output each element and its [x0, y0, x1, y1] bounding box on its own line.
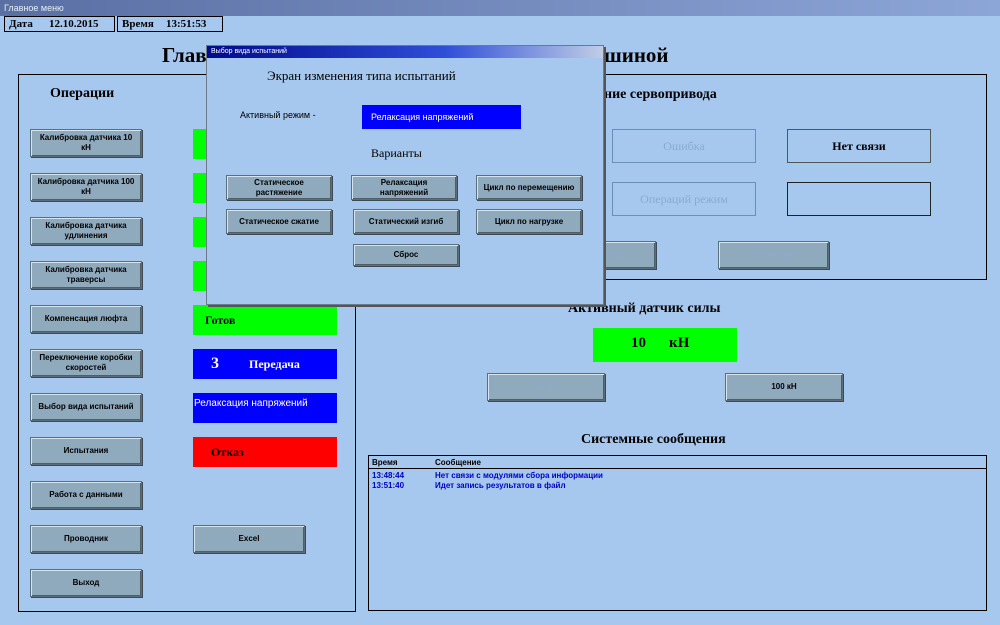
- date-label: Дата: [9, 18, 33, 30]
- main-title-left: Глав: [162, 43, 207, 67]
- row-time: 13:48:44: [372, 471, 405, 480]
- fail-status: Отказ: [193, 437, 337, 467]
- test-type-dialog: Выбор вида испытаний Экран изменения тип…: [206, 45, 604, 305]
- dialog-title-bar[interactable]: Выбор вида испытаний: [207, 46, 603, 58]
- calibrate-10kn-button[interactable]: Калибровка датчика 10 кН: [30, 129, 142, 157]
- date-value: 12.10.2015: [49, 18, 99, 30]
- messages-title: Системные сообщения: [581, 432, 726, 447]
- calibrate-100kn-button[interactable]: Калибровка датчика 100 кН: [30, 173, 142, 201]
- operations-title: Операции: [50, 86, 115, 101]
- sensor-100kn-button[interactable]: 100 кН: [725, 373, 843, 401]
- stress-relaxation-button[interactable]: Релаксация напряжений: [351, 175, 457, 200]
- servo-connection-status: Нет связи: [787, 129, 931, 163]
- servo-error-field: Ошибка: [612, 129, 756, 163]
- window-title-bar: Главное меню: [0, 0, 1000, 16]
- calibrate-crosshead-button[interactable]: Калибровка датчика траверсы: [30, 261, 142, 289]
- gear-number: 3: [211, 355, 219, 372]
- time-display: Время 13:51:53: [117, 16, 223, 32]
- reset-button[interactable]: Сброс: [353, 244, 459, 266]
- row-message: Нет связи с модулями сбора информации: [435, 471, 603, 480]
- excel-button[interactable]: Excel: [193, 525, 305, 553]
- time-label: Время: [122, 18, 154, 30]
- calibrate-elongation-button[interactable]: Калибровка датчика удлинения: [30, 217, 142, 245]
- force-sensor-value: 10 кН: [593, 328, 737, 362]
- exit-button[interactable]: Выход: [30, 569, 142, 597]
- table-row[interactable]: 13:48:44 Нет связи с модулями сбора инфо…: [369, 470, 986, 481]
- cycle-displacement-button[interactable]: Цикл по перемещению: [476, 175, 582, 200]
- table-row[interactable]: 13:51:40 Идет запись результатов в файл: [369, 480, 986, 491]
- tests-button[interactable]: Испытания: [30, 437, 142, 465]
- static-bend-button[interactable]: Статический изгиб: [353, 209, 459, 234]
- backlash-status-text: Готов: [205, 312, 236, 327]
- col-time-header: Время: [372, 458, 398, 467]
- fail-status-text: Отказ: [211, 444, 244, 459]
- backlash-compensation-button[interactable]: Компенсация люфта: [30, 305, 142, 333]
- date-display: Дата 12.10.2015: [4, 16, 115, 32]
- test-type-select-button[interactable]: Выбор вида испытаний: [30, 393, 142, 421]
- variants-label: Варианты: [371, 146, 422, 160]
- active-mode-label: Активный режим -: [240, 110, 316, 120]
- active-mode-value: Релаксация напряжений: [362, 105, 521, 129]
- dialog-heading: Экран изменения типа испытаний: [267, 68, 456, 83]
- test-mode-status: Релаксация напряжений: [193, 393, 337, 423]
- main-title-right: шиной: [604, 43, 669, 67]
- static-tension-button[interactable]: Статическое растяжение: [226, 175, 332, 200]
- data-work-button[interactable]: Работа с данными: [30, 481, 142, 509]
- servo-title: ние сервопривода: [604, 87, 717, 102]
- row-time: 13:51:40: [372, 481, 405, 490]
- messages-header: Время Сообщение: [369, 456, 986, 469]
- servo-mode-field: Операций режим: [612, 182, 756, 216]
- gear-label: Передача: [249, 356, 300, 371]
- servo-value-field: [787, 182, 931, 216]
- sensor-10kn-button[interactable]: 10 кН: [487, 373, 605, 401]
- force-sensor-title: Активный датчик силы: [568, 301, 721, 316]
- time-value: 13:51:53: [166, 18, 207, 30]
- force-unit: кН: [669, 335, 690, 351]
- servo-block-button[interactable]: Блокировка: [718, 241, 829, 269]
- col-message-header: Сообщение: [435, 458, 481, 467]
- cycle-load-button[interactable]: Цикл по нагрузке: [476, 209, 582, 234]
- backlash-status: Готов: [193, 305, 337, 335]
- explorer-button[interactable]: Проводник: [30, 525, 142, 553]
- gearbox-switch-button[interactable]: Переключение коробки скоростей: [30, 349, 142, 377]
- static-compression-button[interactable]: Статическое сжатие: [226, 209, 332, 234]
- force-value: 10: [631, 335, 646, 351]
- row-message: Идет запись результатов в файл: [435, 481, 566, 490]
- messages-table[interactable]: Время Сообщение 13:48:44 Нет связи с мод…: [368, 455, 987, 611]
- gear-status: 3 Передача: [193, 349, 337, 379]
